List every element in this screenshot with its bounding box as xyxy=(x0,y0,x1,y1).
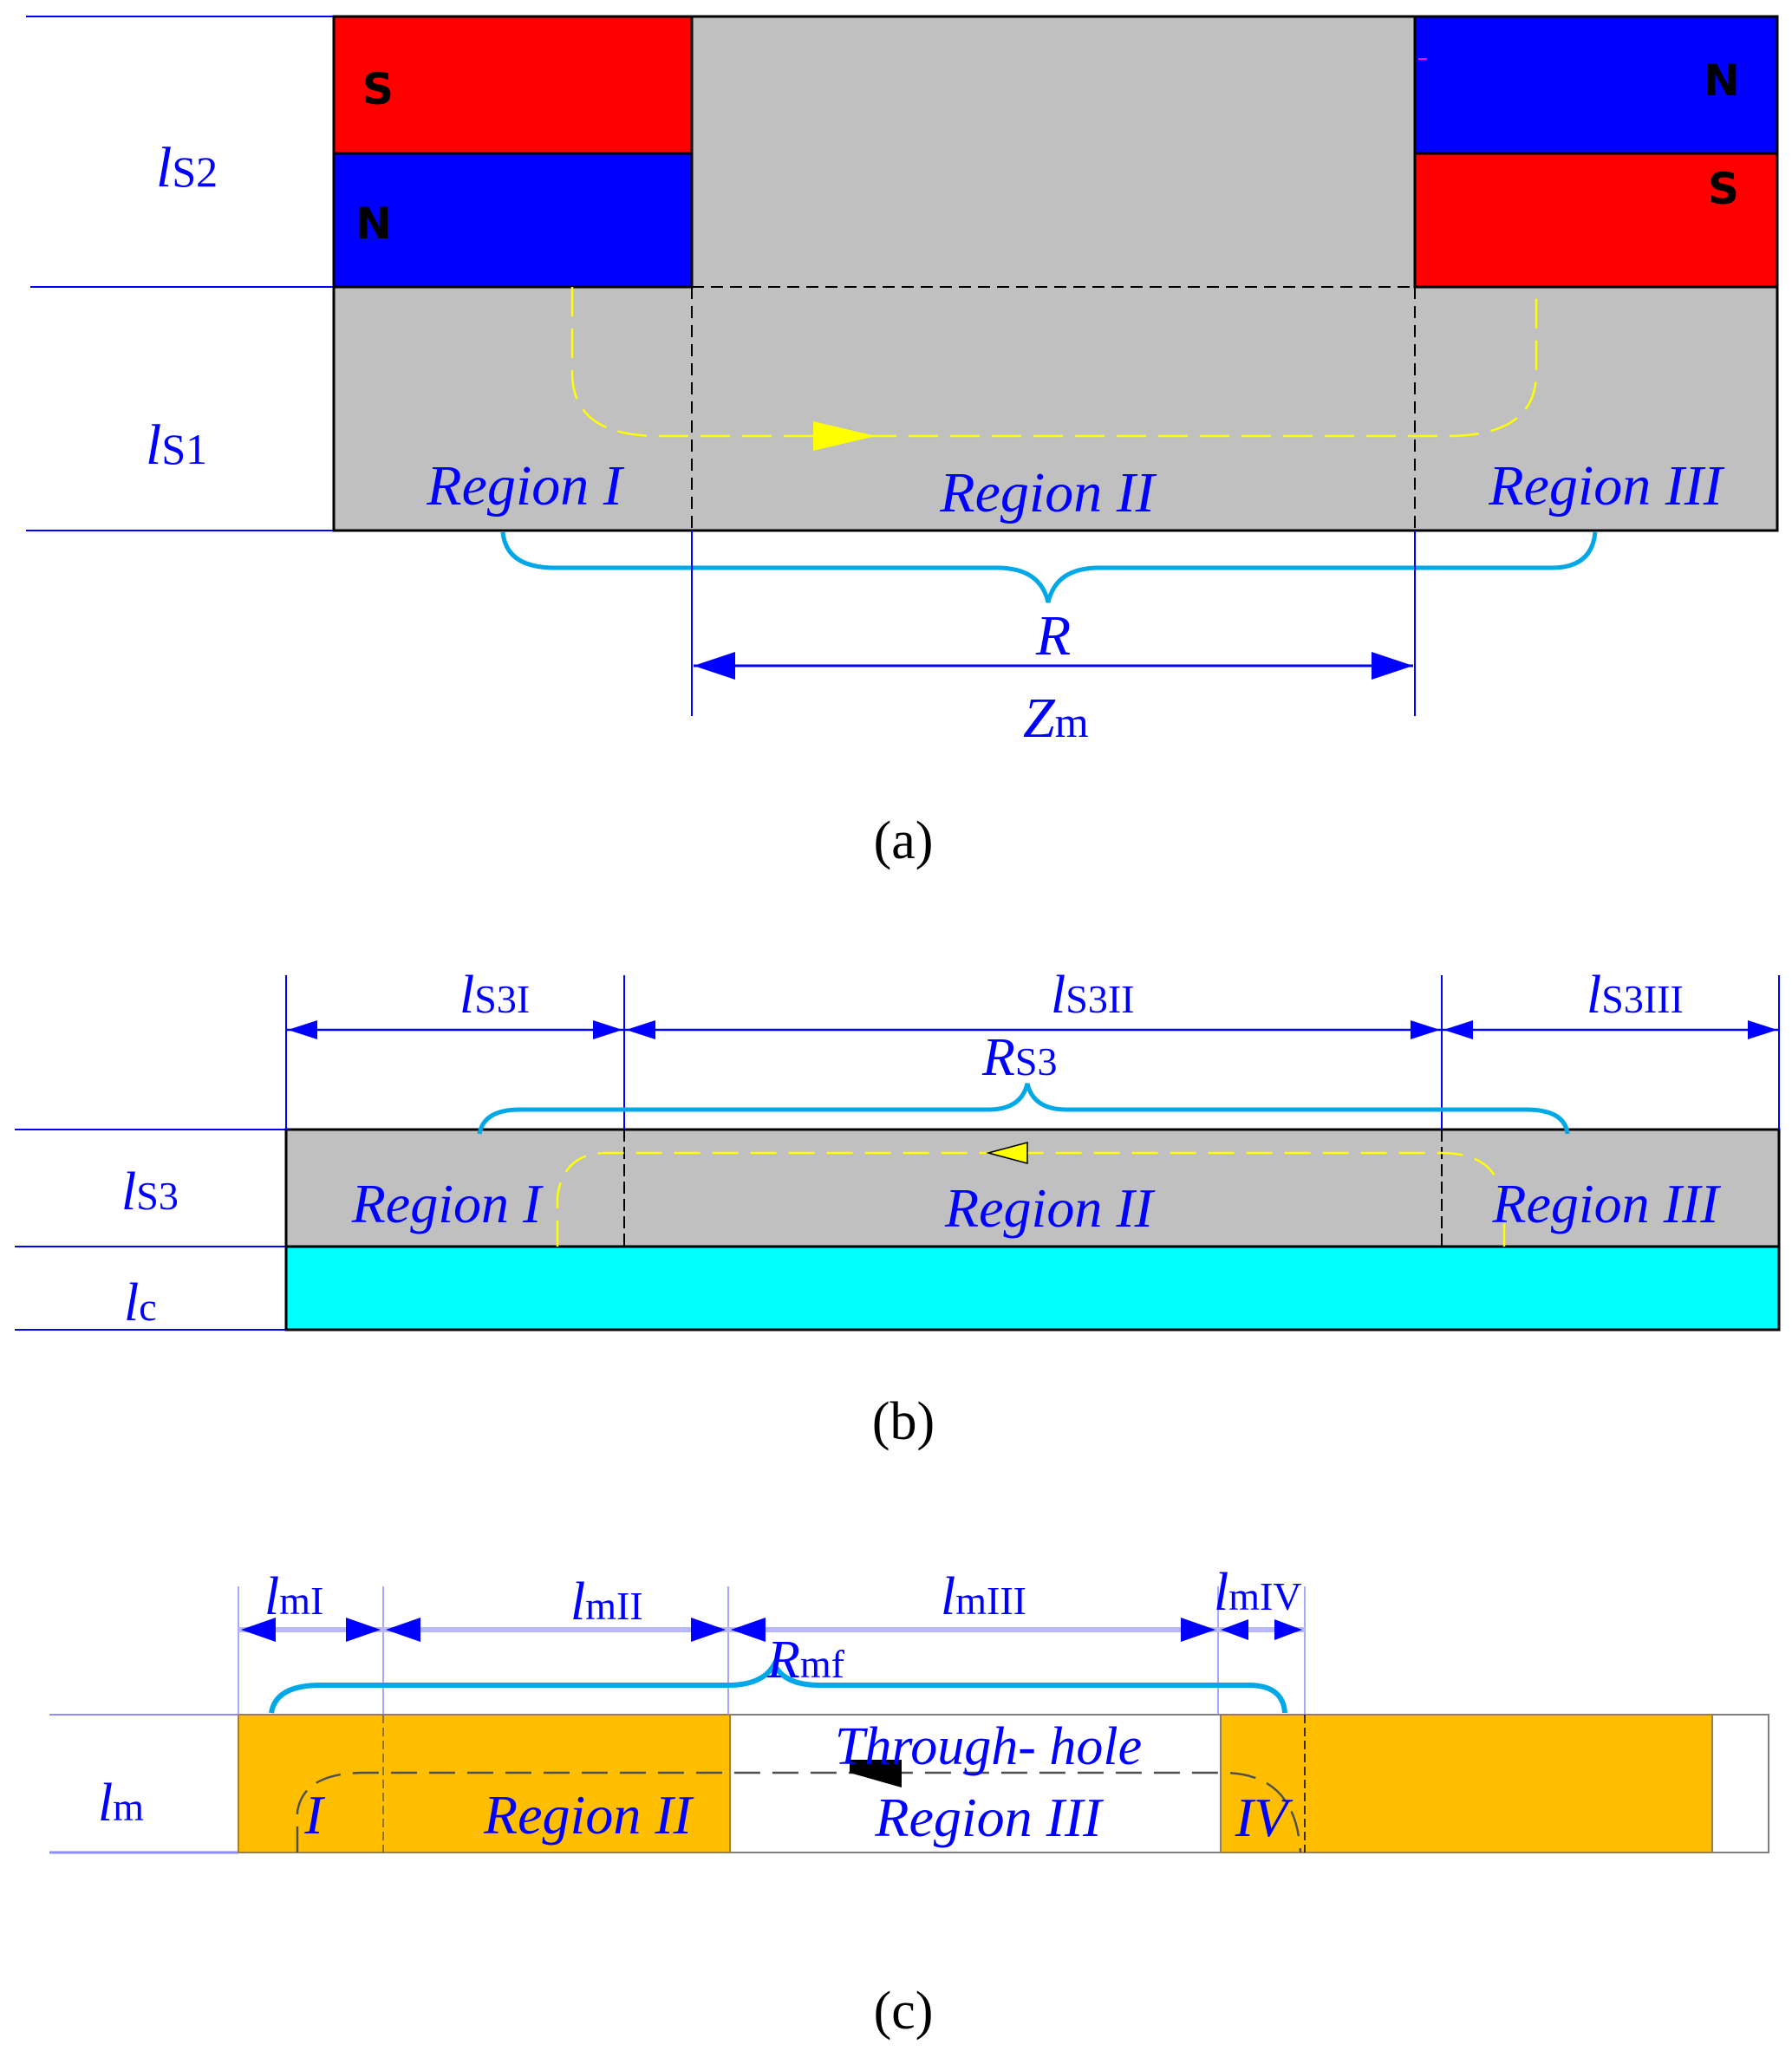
arrow-right-icon xyxy=(1372,652,1413,680)
pole-label-left-bottom: N xyxy=(355,199,392,249)
dimension-label-lmi: lmI xyxy=(264,1567,323,1626)
region-label: I xyxy=(303,1784,325,1846)
caption-b: (b) xyxy=(872,1392,935,1451)
arrow-icon xyxy=(593,1020,622,1039)
arrow-icon xyxy=(241,1618,276,1642)
brace-rs3 xyxy=(477,1083,1570,1135)
brace-r xyxy=(500,531,1598,603)
arrow-icon xyxy=(1748,1020,1777,1039)
magnet-segment-left xyxy=(238,1714,731,1853)
region-label: IV xyxy=(1235,1787,1293,1848)
dimension-label-ls3iii: lS3III xyxy=(1587,966,1684,1025)
steel-layer-s3 xyxy=(284,1128,1781,1248)
arrow-icon xyxy=(731,1618,766,1642)
pole-label-left-top: S xyxy=(362,64,394,114)
arrow-left-icon xyxy=(694,652,735,680)
arrow-icon xyxy=(1274,1619,1302,1640)
arrow-icon xyxy=(1411,1020,1440,1039)
panel-a: S N N S Region I Region II Region III lS… xyxy=(26,15,1779,870)
row-label-ls2: lS2 xyxy=(156,136,218,199)
coil-layer xyxy=(284,1245,1781,1332)
dimension-label-zm: Zm xyxy=(1023,687,1089,750)
dimension-label-lmii: lmII xyxy=(570,1572,643,1631)
arrow-icon xyxy=(346,1618,381,1642)
region-label: Region II xyxy=(944,1177,1156,1239)
row-label-ls3: lS3 xyxy=(121,1162,179,1221)
dimension-label-lmiii: lmIII xyxy=(941,1567,1026,1626)
arrow-icon xyxy=(1181,1618,1215,1642)
arrow-icon xyxy=(288,1020,317,1039)
arrow-icon xyxy=(691,1618,726,1642)
arrow-icon xyxy=(1221,1619,1248,1640)
brace-label-rs3: RS3 xyxy=(981,1028,1057,1087)
arrow-icon xyxy=(386,1618,420,1642)
brace-rmf xyxy=(269,1658,1287,1714)
dimension-label-ls3ii: lS3II xyxy=(1051,966,1134,1025)
dimension-label-ls3i: lS3I xyxy=(459,966,530,1025)
brace-label-rmf: Rmf xyxy=(766,1631,845,1690)
panel-c: lmI lmII lmIII lmIV Rmf I Region II Thro… xyxy=(49,1563,1769,2041)
brace-label-r: R xyxy=(1035,604,1071,667)
region-label: Region III xyxy=(874,1787,1104,1848)
arrow-icon xyxy=(1443,1020,1473,1039)
region-label: Region III xyxy=(1488,454,1724,518)
flux-arrow-icon xyxy=(986,1142,1028,1164)
panel-b: lS3I lS3II lS3III RS3 Region I Region II… xyxy=(15,966,1781,1451)
row-label-lm: lm xyxy=(98,1774,144,1833)
row-label-ls1: lS1 xyxy=(146,413,207,477)
caption-a: (a) xyxy=(874,811,934,870)
region-label: Region I xyxy=(426,454,624,518)
row-label-lc: lc xyxy=(124,1273,157,1332)
flux-path xyxy=(296,1771,1302,1853)
magnet-left-north xyxy=(332,152,694,289)
region-label: Region III xyxy=(1491,1173,1721,1234)
pole-label-right-top: N xyxy=(1704,55,1740,106)
pole-label-right-bottom: S xyxy=(1708,164,1739,214)
caption-c: (c) xyxy=(874,1982,934,2041)
region-label-through-hole: Through- hole xyxy=(835,1717,1142,1776)
flux-path xyxy=(570,287,1538,438)
flux-arrow-icon xyxy=(850,1760,902,1787)
region-label: Region II xyxy=(939,461,1157,524)
flux-arrow-icon xyxy=(813,421,876,451)
dimension-label-lmiv: lmIV xyxy=(1214,1563,1302,1622)
magnet-segment-right xyxy=(1220,1714,1713,1853)
magnet-right-south xyxy=(1413,152,1779,289)
flux-path xyxy=(556,1151,1506,1247)
region-label: Region II xyxy=(483,1784,694,1846)
magnet-left-south xyxy=(332,15,694,155)
arrow-icon xyxy=(626,1020,655,1039)
region-label: Region I xyxy=(351,1173,544,1234)
